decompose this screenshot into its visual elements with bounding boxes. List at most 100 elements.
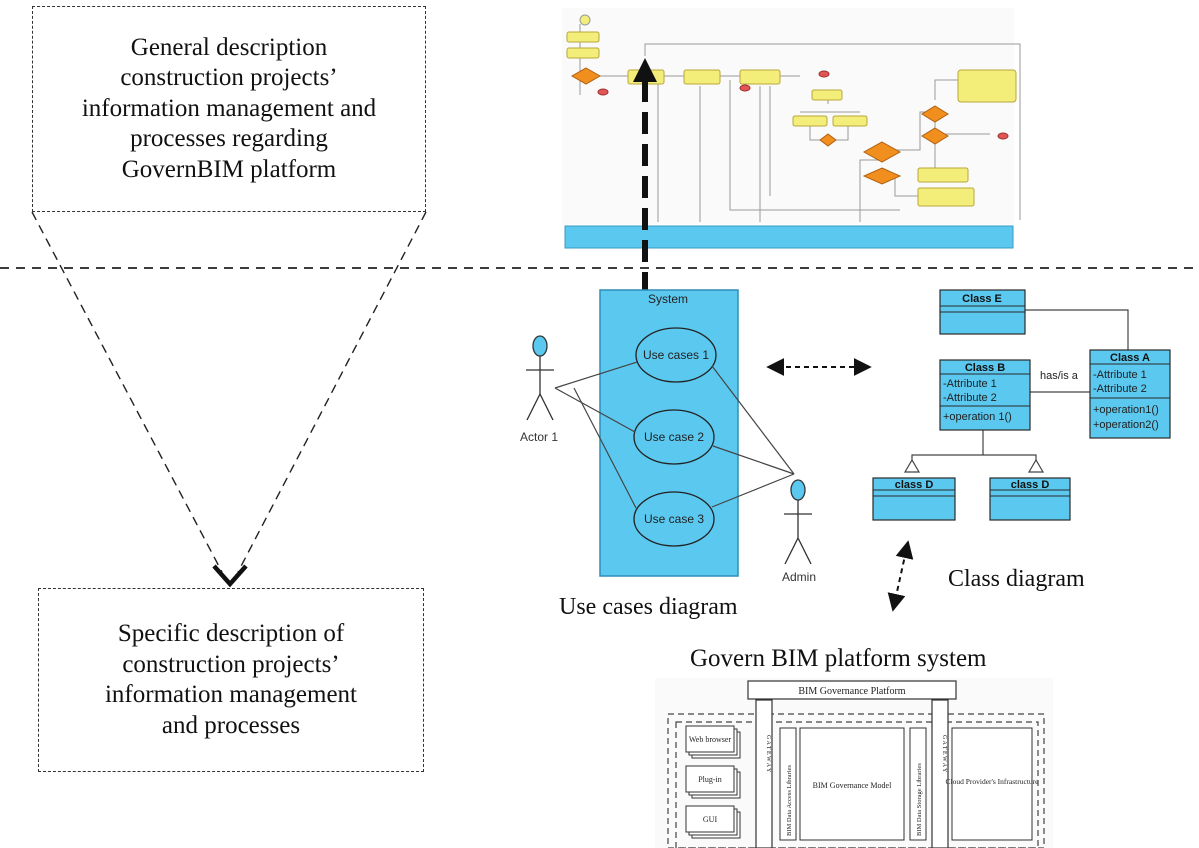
flow-gateway	[570, 67, 602, 85]
class-to-platform-arrow	[887, 540, 914, 612]
class-b-attribute-2: -Attribute 2	[943, 392, 997, 404]
general-description-line: information management and	[81, 94, 377, 122]
flow-task-node	[917, 187, 975, 207]
flow-task-node	[917, 167, 969, 183]
use-case-1	[635, 327, 717, 383]
class-e-name: Class E	[962, 293, 1002, 305]
class-a-attribute-1: -Attribute 1	[1093, 369, 1147, 381]
association-line	[573, 387, 637, 509]
flow-end-node	[597, 88, 609, 96]
general-description-text: General description construction project…	[82, 33, 376, 186]
actor-1-label: Actor 1	[520, 430, 558, 444]
specific-description-line: Specific description of	[117, 620, 345, 647]
specific-description-text: Specific description of construction pro…	[105, 619, 357, 741]
relation-label: has/is a	[1040, 370, 1079, 382]
class-e-to-a-line	[1025, 309, 1129, 350]
data-storage-libraries-label: BIM Data Storage Libraries	[916, 763, 923, 836]
use-case-3-label: Use case 3	[644, 512, 704, 526]
client-stack-plugin	[685, 765, 741, 799]
flow-connector	[729, 80, 900, 211]
client-stack-gui	[685, 805, 741, 839]
client-gui-label: GUI	[703, 815, 718, 824]
flow-connector	[934, 79, 960, 100]
class-b-operation-1: +operation 1()	[943, 411, 1012, 423]
association-line	[554, 387, 636, 433]
general-description-line: processes regarding	[130, 125, 328, 153]
use-case-1-label: Use cases 1	[643, 348, 709, 362]
funnel-line-right	[237, 211, 427, 573]
flow-task-node	[566, 31, 600, 43]
class-a-box: Class A -Attribute 1 -Attribute 2 +opera…	[1089, 349, 1171, 439]
class-e-box: Class E	[939, 289, 1026, 335]
flow-to-usecase-arrow-head-top	[633, 58, 657, 82]
flow-pool-lane	[564, 225, 1014, 249]
funnel-line-left	[31, 211, 223, 573]
flow-gateway	[819, 133, 837, 147]
specific-description-box: Specific description of construction pro…	[38, 588, 424, 772]
flow-task-node	[792, 115, 828, 127]
class-b-box: Class B -Attribute 1 -Attribute 2 +opera…	[939, 359, 1031, 431]
association-line	[711, 365, 795, 475]
inheritance-arrow-right	[1027, 458, 1045, 473]
data-storage-libraries-box	[909, 727, 927, 841]
flow-task-node	[811, 89, 843, 101]
flow-gateway	[921, 127, 949, 145]
client-stack-web	[685, 725, 741, 759]
gateway-left-label: G A T E W A Y	[765, 735, 771, 773]
governance-model-label: BIM Governance Model	[813, 781, 892, 790]
specific-description-line: information management	[104, 681, 357, 708]
flow-start-node	[579, 14, 591, 26]
system-label: System	[648, 292, 688, 306]
flow-end-node	[997, 132, 1009, 140]
platform-architecture: BIM Governance Platform Web browser Plug…	[655, 678, 1053, 848]
inheritance-arrow-left	[903, 458, 921, 473]
flow-gateway	[862, 141, 902, 163]
data-access-libraries-label: BIM Data Access Libraries	[786, 765, 793, 836]
gateway-right-label: G A T E W A Y	[941, 735, 947, 773]
use-case-2-label: Use case 2	[644, 430, 704, 444]
flow-task-node	[683, 69, 721, 85]
admin-actor-figure	[784, 479, 812, 565]
specific-description-line: construction projects’	[122, 650, 340, 678]
general-description-box: General description construction project…	[32, 6, 426, 212]
class-diagram-caption: Class diagram	[948, 566, 1085, 592]
process-flow-thumbnail	[562, 8, 1021, 249]
class-b-attribute-1: -Attribute 1	[943, 378, 997, 390]
class-d-left-name: class D	[895, 479, 934, 491]
gateway-right-pillar	[931, 699, 949, 848]
flow-end-node	[818, 70, 830, 78]
flow-task-node	[739, 69, 781, 85]
inheritance-line	[911, 430, 1037, 468]
admin-actor-label: Admin	[782, 570, 816, 584]
flow-connector	[644, 43, 1021, 220]
association-line	[711, 473, 795, 508]
platform-header-box	[747, 680, 957, 700]
class-a-name: Class A	[1110, 352, 1150, 364]
actor-1-figure	[526, 335, 554, 421]
platform-inner-boundary	[675, 721, 1039, 848]
class-a-operation-1: +operation1()	[1093, 404, 1159, 416]
class-d-left-box: class D	[872, 477, 956, 521]
use-case-2	[633, 409, 715, 465]
association-line	[554, 361, 638, 389]
platform-header: BIM Governance Platform	[798, 686, 905, 697]
flow-task-node	[566, 47, 600, 59]
class-a-attribute-2: -Attribute 2	[1093, 383, 1147, 395]
flow-gateway	[862, 167, 902, 185]
platform-outer-boundary	[667, 713, 1045, 848]
funnel-arrow-head	[212, 564, 248, 588]
class-b-name: Class B	[965, 362, 1005, 374]
client-plugin-label: Plug-in	[698, 775, 722, 784]
general-description-line: construction projects’	[120, 64, 338, 92]
flow-task-node	[832, 115, 868, 127]
use-case-diagram: System Use cases 1 Use case 2 Use case 3…	[520, 289, 816, 584]
data-access-libraries-box	[779, 727, 797, 841]
flow-end-node	[739, 84, 751, 92]
flow-task-node	[957, 69, 1017, 103]
general-description-line: GovernBIM platform	[121, 155, 337, 183]
class-a-operation-2: +operation2()	[1093, 419, 1159, 431]
use-case-3	[633, 491, 715, 547]
specific-description-line: and processes	[161, 711, 301, 739]
cloud-infrastructure-label: Cloud Provider's Infrastructure	[946, 777, 1040, 786]
